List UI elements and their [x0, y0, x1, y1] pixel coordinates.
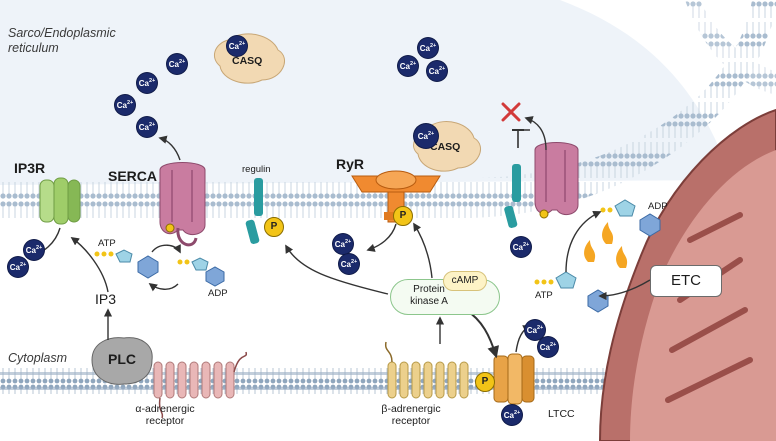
inhibition-x-icon	[501, 102, 521, 122]
sr-membrane-corner	[685, 0, 776, 95]
sr-label-line2: reticulum	[8, 41, 59, 55]
sr-lumen	[0, 0, 730, 185]
camp-badge: cAMP	[443, 271, 487, 291]
adp-molecule-right-icon	[600, 199, 661, 237]
atp-molecule-icon	[94, 249, 159, 279]
ltcc-label: LTCC	[548, 408, 575, 420]
alpha-receptor-line1: α-adrenergic	[135, 403, 195, 415]
sr-region-label: Sarco/Endoplasmic reticulum	[8, 26, 116, 56]
adp-label-left: ADP	[208, 288, 228, 299]
atp-label-left: ATP	[98, 238, 116, 249]
alpha-receptor-line2: receptor	[145, 415, 185, 427]
phospho-regulin: P	[264, 217, 284, 237]
serca-pump	[159, 162, 206, 247]
flame-icon	[584, 222, 628, 268]
beta-receptor-line1: β-adrenergic	[381, 403, 441, 415]
serca-pump-inhibited	[504, 142, 579, 228]
ip3r-channel	[39, 177, 81, 225]
phospho-ltcc: P	[475, 372, 495, 392]
beta-adrenergic-receptor	[384, 341, 469, 399]
beta-receptor-line2: receptor	[391, 415, 431, 427]
pka-label-line1: Protein	[413, 284, 445, 295]
etc-box: ETC	[650, 265, 722, 297]
serca-label: SERCA	[108, 168, 158, 184]
casq-label-1: CASQ	[232, 55, 263, 67]
adp-molecule-icon	[177, 257, 225, 287]
pka-label: Protein kinase A	[391, 284, 467, 308]
cytoplasm-label: Cytoplasm	[8, 351, 68, 365]
atp-label-right: ATP	[535, 290, 553, 301]
beta-receptor-label: β-adrenergic receptor	[356, 403, 466, 427]
ip3r-label: IP3R	[14, 160, 46, 176]
alpha-receptor-label: α-adrenergic receptor	[110, 403, 220, 427]
casq-label-2: CASQ	[430, 141, 461, 153]
sr-membrane	[0, 0, 776, 218]
regulin-left	[245, 178, 263, 244]
regulin-label: regulin	[242, 164, 271, 175]
plc-label: PLC	[108, 351, 136, 367]
ltcc-channel	[493, 353, 535, 405]
alpha-adrenergic-receptor	[153, 351, 248, 419]
plc-enzyme	[91, 337, 153, 385]
phospho-ryr: P	[393, 206, 413, 226]
pka-label-line2: kinase A	[410, 296, 448, 307]
ryr-label: RyR	[336, 156, 365, 172]
adp-label-right: ADP	[648, 201, 668, 212]
sr-label-line1: Sarco/Endoplasmic	[8, 26, 116, 40]
ip3-label: IP3	[95, 291, 117, 307]
